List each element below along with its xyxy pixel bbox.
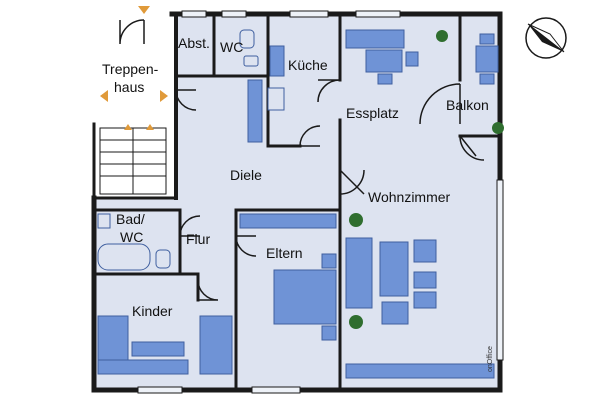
arrow-top [138,6,150,14]
label-wohnzimmer: Wohnzimmer [368,189,451,205]
compass-ring [525,17,567,59]
bathtub [97,243,151,271]
plant-icon [349,315,363,329]
armchair-4 [381,301,409,325]
label-flur: Flur [186,231,210,247]
plant-icon [349,213,363,227]
wardrobe-eltern [239,213,337,229]
door-eltern [235,235,257,257]
kitchen-counter-top [269,45,285,77]
label-bad-2: WC [120,229,143,245]
label-bad-1: Bad/ [116,211,145,227]
armchair-2 [413,271,437,289]
arrow-left [100,90,108,102]
window-bottom-2 [251,386,301,394]
wc-toilet [239,29,255,49]
coffee-table [379,241,409,297]
kitchen-stove [267,87,285,111]
window-right-1 [496,179,504,361]
kitchen-counter-left [247,79,263,143]
compass-needle-2 [527,23,565,53]
dining-table [365,49,403,73]
staircase-area [94,14,176,198]
arrow-stair-2 [146,124,154,130]
plants [349,30,504,329]
furniture [97,29,499,379]
door-balkon [419,83,461,125]
label-kinder: Kinder [132,303,173,319]
armchair-3 [413,291,437,309]
double-bed [273,269,337,325]
label-treppenhaus-2: haus [114,79,144,95]
label-balkon: Balkon [446,97,489,113]
window-bottom-1 [137,386,183,394]
bad-toilet [155,249,171,269]
dining-chair-2 [405,51,419,67]
dining-bench [345,29,405,49]
window-top-2 [221,10,247,18]
door-wohnzimmer [339,169,365,195]
doors [119,19,485,301]
bad-sink [97,213,111,229]
armchair-1 [413,239,437,263]
door-stair-diele [175,89,197,111]
watermark-onoffice: onOffice [487,346,494,372]
plant-icon [492,122,504,134]
sofa [345,237,373,309]
arrow-stair-1 [124,124,132,130]
kinder-shelf [97,359,189,375]
door-essplatz [317,79,341,103]
door-bad [179,215,201,237]
wc-sink [243,55,259,67]
label-wc-top: WC [220,39,243,55]
nightstand-1 [321,253,337,269]
orange-arrow-icon [100,6,168,130]
label-kueche: Küche [288,57,328,73]
plant-icon [436,30,448,42]
balkon-chair-1 [479,33,495,45]
window-top-1 [181,10,207,18]
kinder-bed-2 [199,315,233,375]
label-essplatz: Essplatz [346,105,399,121]
sideboard-wohn [345,363,495,379]
label-diele: Diele [230,167,262,183]
label-eltern: Eltern [266,245,303,261]
door-balkon-2 [459,135,485,161]
balkon-chair-2 [479,73,495,85]
staircase [99,127,167,195]
balkon-table [475,45,499,73]
windows [137,10,504,394]
window-top-4 [355,10,401,18]
label-treppenhaus-1: Treppen- [102,61,159,77]
door-kinder [197,279,219,301]
arrow-right [160,90,168,102]
door-kueche [299,125,321,147]
nightstand-2 [321,325,337,341]
dining-chair-1 [377,73,393,85]
kinder-desk [131,341,185,357]
compass-icon [525,17,567,59]
window-top-3 [289,10,329,18]
label-abst: Abst. [178,35,210,51]
door-entrance [119,19,145,45]
